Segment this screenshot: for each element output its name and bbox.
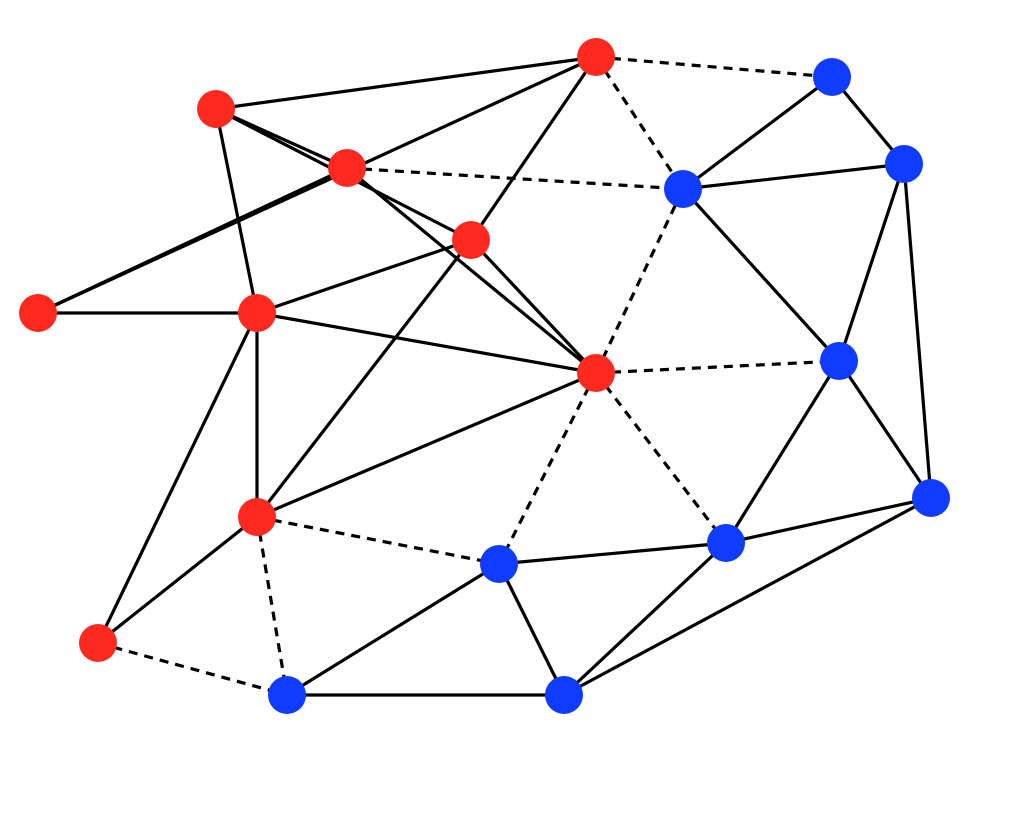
edge-solid-r3-r7 xyxy=(345,166,598,375)
edge-dashed-r1-b1 xyxy=(595,55,833,79)
node-blue-b5 xyxy=(912,479,950,517)
edge-solid-b3-b2 xyxy=(682,162,905,191)
edge-solid-b7-b8 xyxy=(286,562,500,697)
edge-solid-b7-b6 xyxy=(498,541,727,566)
edge-solid-b4-b6 xyxy=(724,360,841,544)
edge-solid-r3-r5 xyxy=(37,166,348,315)
node-blue-b1 xyxy=(813,58,851,96)
edge-dashed-r7-b3 xyxy=(594,188,685,374)
edge-solid-b7-b9 xyxy=(497,563,566,696)
edge-solid-r4-r6 xyxy=(256,238,472,315)
edge-dashed-r7-b4 xyxy=(595,359,840,375)
node-blue-b8 xyxy=(268,676,306,714)
edges-layer xyxy=(37,55,933,697)
node-red-r6 xyxy=(238,294,276,332)
node-red-r5 xyxy=(19,294,57,332)
node-red-r4 xyxy=(452,221,490,259)
edge-dashed-r1-b3 xyxy=(594,56,685,190)
edge-solid-r1-r4 xyxy=(469,56,598,241)
node-red-r1 xyxy=(577,38,615,76)
node-red-r7 xyxy=(577,354,615,392)
edge-solid-r2-r6 xyxy=(214,108,259,314)
node-red-r9 xyxy=(79,624,117,662)
edge-dashed-r3-b3 xyxy=(346,166,684,191)
node-blue-b7 xyxy=(480,545,518,583)
edge-dashed-r7-b6 xyxy=(594,372,728,544)
edge-solid-b6-b5 xyxy=(725,496,932,545)
node-blue-b2 xyxy=(885,145,923,183)
edge-dashed-r9-b8 xyxy=(97,641,288,697)
edge-dashed-r7-b7 xyxy=(497,372,598,565)
edge-solid-r4-r8 xyxy=(255,239,473,518)
edge-solid-r7-r8 xyxy=(256,371,597,519)
edge-solid-b3-b4 xyxy=(681,187,841,363)
edge-solid-b4-b5 xyxy=(837,360,933,499)
node-red-r2 xyxy=(197,90,235,128)
node-blue-b6 xyxy=(707,524,745,562)
node-blue-b9 xyxy=(545,676,583,714)
edge-solid-r6-r9 xyxy=(96,312,259,644)
edge-dashed-r8-b7 xyxy=(256,515,500,566)
edge-solid-r1-r2 xyxy=(215,55,597,111)
node-blue-b4 xyxy=(820,342,858,380)
node-blue-b3 xyxy=(664,170,702,208)
edge-solid-r4-r7 xyxy=(469,238,598,375)
edge-solid-b1-b3 xyxy=(682,75,833,191)
nodes-layer xyxy=(19,38,950,714)
edge-solid-b5-b9 xyxy=(563,496,932,697)
edge-solid-r6-r7 xyxy=(256,311,597,375)
edge-solid-b2-b5 xyxy=(902,163,933,499)
node-red-r3 xyxy=(328,149,366,187)
edge-dashed-r8-b8 xyxy=(255,516,289,696)
edge-solid-b6-b9 xyxy=(562,541,728,697)
edge-solid-r8-r9 xyxy=(97,515,258,645)
node-red-r8 xyxy=(238,498,276,536)
edge-solid-b2-b4 xyxy=(837,163,906,362)
